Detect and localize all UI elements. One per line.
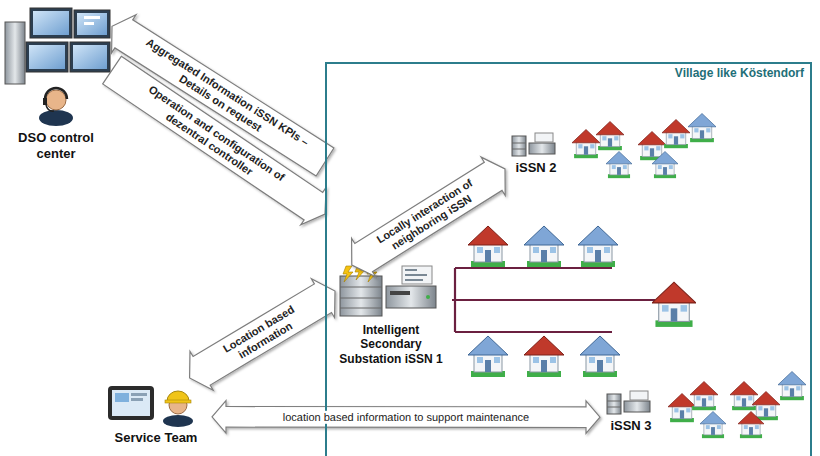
service-team: Service Team bbox=[100, 378, 212, 449]
arrow-label: Locally interaction of neighboring iSSN bbox=[363, 170, 493, 265]
block-arrow bbox=[352, 157, 506, 277]
node-label: DSO control center bbox=[0, 130, 112, 161]
control-center-icon bbox=[5, 8, 110, 126]
block-arrow bbox=[103, 56, 326, 225]
service-icon bbox=[108, 386, 193, 427]
substation-box: iSSN 2 bbox=[505, 130, 567, 179]
node-label: iSSN 3 bbox=[600, 418, 662, 434]
arrow-label: Aggregated Information iSSN KPIs – Detai… bbox=[129, 31, 320, 165]
block-arrow bbox=[212, 401, 600, 434]
node-label: iSSN 2 bbox=[505, 160, 567, 176]
node-label: Service Team bbox=[100, 430, 212, 446]
substation-box: Intelligent Secondary Substation iSSN 1 bbox=[335, 265, 447, 369]
node-label: Intelligent Secondary Substation iSSN 1 bbox=[335, 323, 447, 366]
arrow-label: location based information to support ma… bbox=[256, 411, 556, 424]
arrow-label: Location based information bbox=[208, 295, 317, 374]
houses bbox=[468, 114, 806, 439]
region-outline bbox=[325, 62, 812, 456]
control-center: DSO control center bbox=[0, 2, 112, 164]
substation-icon bbox=[607, 391, 650, 414]
block-arrow bbox=[190, 279, 335, 390]
region-title: Village like Köstendorf bbox=[325, 62, 812, 80]
feeder-lines bbox=[452, 268, 655, 332]
substation-icon bbox=[512, 133, 555, 156]
arrow-label: Operation and configuration of dezentral… bbox=[119, 69, 307, 208]
substation-icon bbox=[340, 264, 436, 316]
village-region: Village like Köstendorf iSSN 2 Intelligent… bbox=[325, 62, 812, 456]
substation-box: iSSN 3 bbox=[600, 388, 662, 437]
